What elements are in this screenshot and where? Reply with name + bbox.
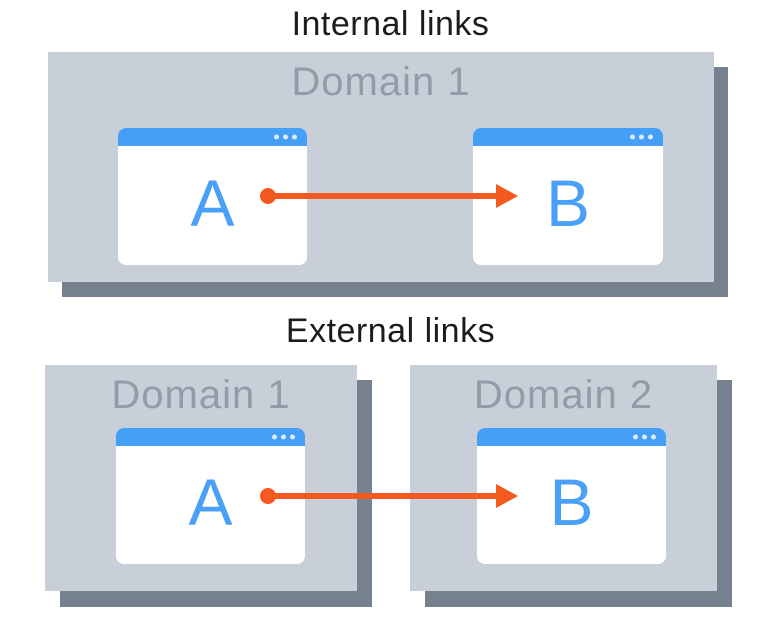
arrow-start-dot-icon [260, 488, 276, 504]
menu-dots-icon [630, 134, 653, 140]
window-titlebar [118, 128, 307, 146]
arrow-head-icon [496, 184, 518, 208]
arrow-line [273, 493, 499, 499]
browser-window-a: A [116, 428, 305, 564]
menu-dots-icon [274, 134, 297, 140]
page-letter: A [188, 465, 233, 539]
arrow-head-icon [496, 484, 518, 508]
domain-label: Domain 2 [473, 373, 654, 417]
window-titlebar [116, 428, 305, 446]
page-letter: B [545, 165, 591, 240]
browser-window-b: B [477, 428, 666, 564]
window-titlebar [477, 428, 666, 446]
page-letter: A [190, 165, 235, 240]
window-titlebar [473, 128, 663, 146]
internal-links-title: Internal links [291, 5, 490, 43]
menu-dots-icon [633, 434, 656, 440]
arrow-start-dot-icon [260, 188, 276, 204]
menu-dots-icon [272, 434, 295, 440]
link-arrow [260, 484, 518, 508]
page-letter: B [549, 465, 594, 539]
domain-label: Domain 1 [291, 60, 471, 104]
arrow-line [273, 193, 499, 199]
external-links-title: External links [285, 312, 496, 350]
domain-label: Domain 1 [111, 373, 291, 417]
link-arrow [260, 184, 518, 208]
